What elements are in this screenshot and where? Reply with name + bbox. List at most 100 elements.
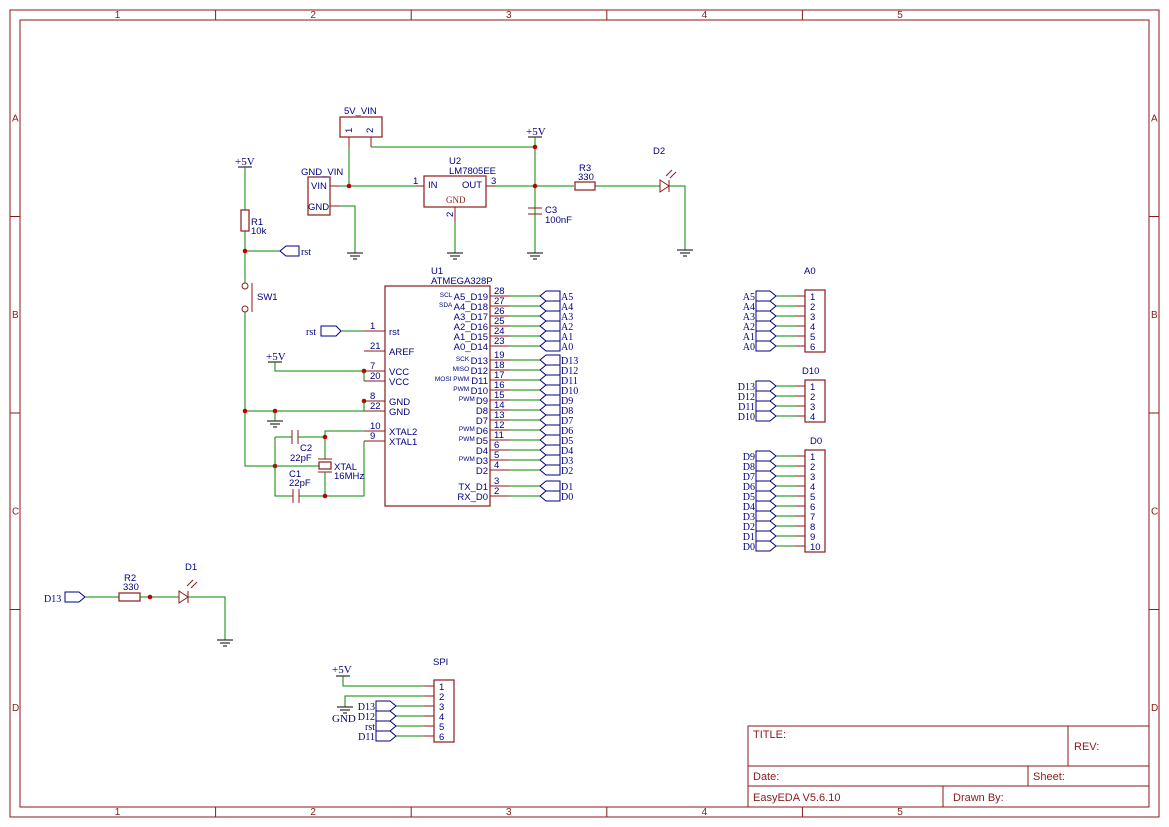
u2-in-label: IN	[428, 180, 438, 191]
u1-pin-number: 11	[494, 430, 504, 441]
frame-row-label: B	[1151, 310, 1158, 321]
u2-out-label: OUT	[462, 180, 482, 191]
header-pin-number: 3	[810, 312, 815, 323]
r2-resistor[interactable]	[118, 592, 141, 602]
net-label: D2	[561, 466, 573, 477]
a0-header-ref: A0	[804, 266, 816, 277]
u1-pin-alt: MISO	[453, 366, 470, 373]
header-body[interactable]	[804, 289, 826, 353]
u1-pin-name: GND	[389, 397, 410, 408]
u1-pin-name: D12	[471, 366, 488, 377]
header-body[interactable]	[433, 679, 455, 743]
net-label: D9	[561, 396, 573, 407]
frame-row-label: A	[1151, 113, 1158, 124]
header-body[interactable]	[804, 379, 826, 423]
header-pin-number: 4	[439, 712, 444, 723]
title-label: TITLE:	[753, 729, 786, 741]
c2-value: 22pF	[290, 453, 312, 464]
net-label: D12	[738, 392, 755, 403]
frame-row-label: C	[1151, 506, 1158, 517]
u1-pin-name: D13	[471, 356, 488, 367]
reset-crystal-section: +5V R1 10k rst SW1 C2	[235, 156, 367, 503]
d10-header-ref: D10	[802, 366, 819, 377]
header-pin-number: 5	[810, 332, 815, 343]
u2-regulator-body[interactable]	[423, 175, 487, 208]
net-label: D13	[358, 702, 375, 713]
svg-text:rst: rst	[301, 247, 311, 258]
plus5v-label-spi: +5V	[332, 664, 352, 676]
frame-column-label: 5	[897, 807, 903, 818]
frame-row-label: A	[12, 113, 19, 124]
title-block: TITLE: REV: Date: Sheet: EasyEDA V5.6.10…	[747, 725, 1150, 808]
u1-pin-name: D3	[476, 456, 488, 467]
u2-ref: U2	[449, 156, 461, 167]
vin-header-body[interactable]	[339, 116, 383, 138]
ground-symbol	[447, 252, 463, 260]
u1-pin-name: D11	[471, 376, 488, 387]
net-label: D12	[358, 712, 375, 723]
frame-column-label: 3	[506, 10, 512, 21]
gnd-label-spi: GND	[332, 713, 356, 725]
sw1-pushbutton[interactable]	[241, 282, 253, 313]
u1-body[interactable]	[384, 285, 491, 507]
u1-pin-alt: SCL	[440, 292, 453, 299]
u1-pin-number: 10	[370, 421, 381, 432]
net-label: D7	[561, 416, 573, 427]
net-label: D11	[738, 402, 755, 413]
header-pin-number: 4	[810, 482, 815, 493]
u1-pin-name: A2_D16	[454, 322, 488, 333]
header-pin-number: 10	[810, 542, 821, 553]
c1-value: 22pF	[289, 478, 311, 489]
spi-power: +5V GND	[332, 664, 424, 725]
u1-pin-number: 22	[370, 401, 381, 412]
r1-resistor[interactable]	[240, 209, 250, 232]
u1-pin-name: VCC	[389, 367, 409, 378]
u1-pin-number: 16	[494, 380, 505, 391]
netlabel-rst: rst	[279, 245, 311, 258]
u1-pin-number: 9	[370, 431, 375, 442]
net-label: A3	[561, 312, 573, 323]
header-pin-number: 1	[810, 382, 815, 393]
net-label: D1	[561, 482, 573, 493]
gnd-vin-header-body[interactable]	[307, 176, 331, 216]
header-pin-number: 6	[810, 342, 815, 353]
header-pin-number: 4	[810, 322, 815, 333]
header-pin-number: 3	[810, 472, 815, 483]
frame-column-label: 5	[897, 10, 903, 21]
sheet-label: Sheet:	[1033, 771, 1065, 783]
r3-ref: R3	[579, 163, 591, 174]
header-pin-number: 3	[439, 702, 444, 713]
u1-pin-number: 26	[494, 306, 505, 317]
netlabel-rst: rst	[306, 325, 342, 338]
header-body[interactable]	[804, 449, 826, 553]
frame-column-label: 4	[702, 10, 708, 21]
u1-pin-number: 18	[494, 360, 505, 371]
u1-pin-name: A4_D18	[454, 302, 488, 313]
u1-pin-alt: PWM	[459, 436, 475, 443]
d1-led[interactable]	[178, 579, 198, 604]
frame-row-label: D	[12, 703, 19, 714]
u1-pin-number: 27	[494, 296, 505, 307]
d2-led[interactable]	[659, 169, 677, 193]
u2-value: LM7805EE	[449, 166, 496, 177]
header-pin-number: 5	[439, 722, 444, 733]
net-label: A4	[743, 302, 755, 313]
frame-column-label: 4	[702, 807, 708, 818]
header-pin-number: 9	[810, 532, 815, 543]
net-label: D4	[743, 502, 755, 513]
net-label: A0	[561, 342, 573, 353]
d13-led-section: D13 R2 330 D1	[44, 562, 233, 647]
r3-resistor[interactable]	[574, 181, 596, 191]
ground-symbol	[337, 706, 353, 714]
net-label: D13	[738, 382, 755, 393]
xtal-crystal[interactable]	[318, 461, 332, 470]
frame-column-label: 3	[506, 807, 512, 818]
u1-pin-number: 3	[494, 476, 499, 487]
frame-column-label: 1	[115, 807, 121, 818]
ground-symbol	[347, 252, 363, 260]
u2-gnd-label: GND	[446, 195, 466, 205]
u1-pin-number: 19	[494, 350, 505, 361]
svg-text:rst: rst	[306, 327, 316, 338]
